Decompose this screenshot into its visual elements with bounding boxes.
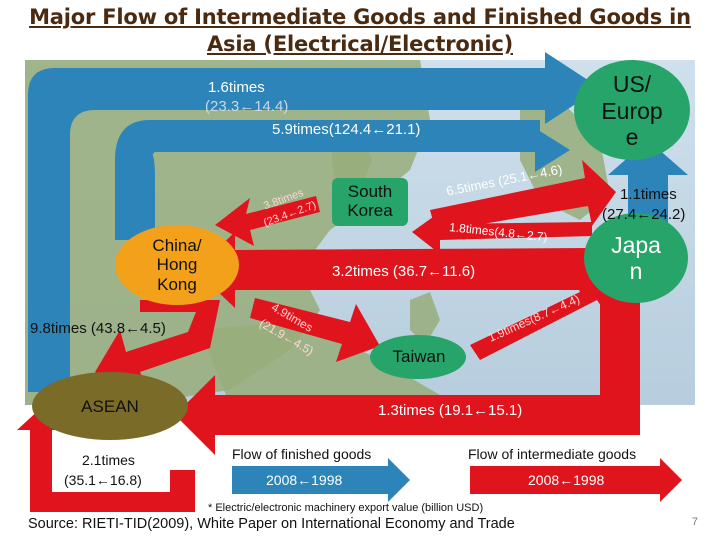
- intermediate-flow-korea-japan: [430, 160, 616, 232]
- node-us-europe-shape: [574, 60, 690, 160]
- node-china-shape: [115, 225, 239, 305]
- page-number: 7: [691, 516, 698, 528]
- page-title: Major Flow of Intermediate Goods and Fin…: [0, 4, 720, 58]
- legend-finished-label: Flow of finished goods: [232, 446, 372, 462]
- footnote: * Electric/electronic machinery export v…: [208, 502, 484, 514]
- flow-label-japan-asean: 1.3times (19.1←15.1): [378, 402, 523, 419]
- node-japan-shape: [584, 213, 688, 303]
- node-south-korea: South Korea: [332, 178, 408, 226]
- intermediate-flow-japan-asean: [175, 290, 640, 455]
- page-title-line-1: Major Flow of Intermediate Goods and Fin…: [29, 5, 691, 29]
- landmass-taiwan: [410, 292, 440, 345]
- intermediate-flow-taiwan-japan: [470, 270, 618, 360]
- flow-label-asean-self-values: (35.1←16.8): [64, 472, 142, 488]
- intermediate-flow-japan-korea: [412, 212, 592, 254]
- node-asean: ASEAN: [81, 397, 139, 416]
- intermediate-flow-china-asean: [95, 300, 220, 392]
- node-asean-shape: [32, 372, 188, 440]
- flow-label-japan-usa: 1.1times: [620, 186, 677, 203]
- intermediate-flow-korea-china: [215, 196, 320, 246]
- node-japan: Japa n: [611, 231, 661, 284]
- flow-label-asean-self: 2.1times: [82, 452, 135, 468]
- page-title-line-2: Asia (Electrical/Electronic): [207, 31, 513, 56]
- node-taiwan-shape: [370, 335, 466, 379]
- source-citation: Source: RIETI-TID(2009), White Paper on …: [28, 516, 515, 532]
- intermediate-flow-china-taiwan: [250, 298, 380, 362]
- legend-intermediate-years: 2008←1998: [528, 472, 605, 488]
- landmass-southeast: [200, 320, 440, 405]
- flow-label-top-1: 1.6times: [208, 79, 265, 96]
- legend-finished-years: 2008←1998: [266, 472, 343, 488]
- flow-label-japan-china: 3.2times (36.7←11.6): [332, 263, 476, 280]
- intermediate-flow-asean-self: [17, 408, 195, 512]
- intermediate-flow-japan-china: [195, 232, 590, 308]
- legend-intermediate-label: Flow of intermediate goods: [468, 446, 637, 462]
- node-taiwan: Taiwan: [392, 347, 446, 366]
- flow-label-top-1-values: (23.3←14.4): [205, 98, 289, 115]
- finished-flow-inner-arrow: [115, 128, 570, 240]
- flow-label-japan-usa-values: (27.4←24.2): [602, 206, 686, 223]
- finished-flow-inner-band: [115, 120, 540, 230]
- legend-intermediate-arrow: [470, 458, 682, 502]
- finished-flow-japan-usa-arrow: [608, 140, 688, 225]
- legend-finished-arrow: [232, 458, 410, 502]
- finished-flow-outer-arrow: [28, 52, 600, 392]
- flow-label-top-2: 5.9times(124.4←21.1): [272, 121, 421, 138]
- flow-label-china-asean: 9.8times (43.8←4.5): [30, 320, 166, 337]
- node-us-europe: US/ Europ e: [601, 71, 663, 151]
- node-china-hong-kong: China/ Hong Kong: [152, 236, 202, 294]
